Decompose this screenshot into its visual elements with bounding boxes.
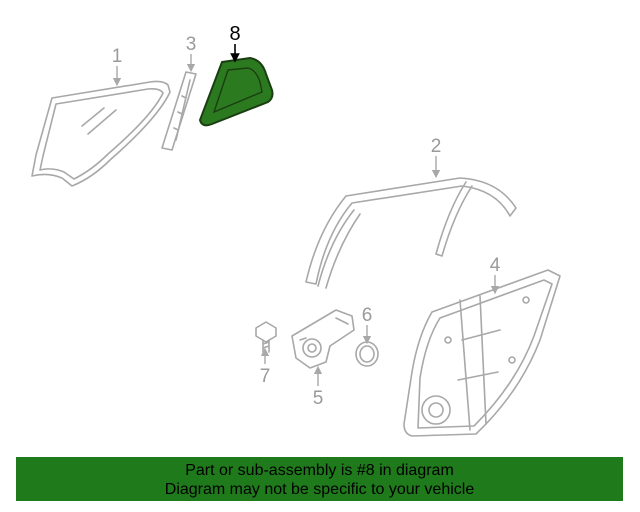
banner-line-1: Part or sub-assembly is #8 in diagram xyxy=(185,462,454,479)
callout-2: 2 xyxy=(431,136,442,157)
callout-5: 5 xyxy=(313,388,324,409)
callout-3: 3 xyxy=(186,34,197,55)
part-4-window-regulator[interactable] xyxy=(403,269,561,437)
part-8-quarter-glass[interactable] xyxy=(198,56,274,127)
callout-6: 6 xyxy=(362,305,373,326)
part-3-run-channel[interactable] xyxy=(161,71,197,151)
info-banner: Part or sub-assembly is #8 in diagram Di… xyxy=(16,457,623,501)
banner-line-2: Diagram may not be specific to your vehi… xyxy=(164,481,475,498)
part-5-regulator-motor[interactable] xyxy=(291,309,355,369)
callout-1: 1 xyxy=(112,46,123,67)
callout-4: 4 xyxy=(490,255,501,276)
part-7-bolt[interactable] xyxy=(255,321,277,353)
callout-7: 7 xyxy=(260,366,271,387)
part-2-window-frame[interactable] xyxy=(305,177,517,289)
parts-diagram: 1 3 8 2 4 7 xyxy=(31,23,561,437)
callout-8: 8 xyxy=(229,23,240,45)
part-1-door-glass[interactable] xyxy=(31,80,171,187)
part-6-seal-ring[interactable] xyxy=(355,341,379,367)
